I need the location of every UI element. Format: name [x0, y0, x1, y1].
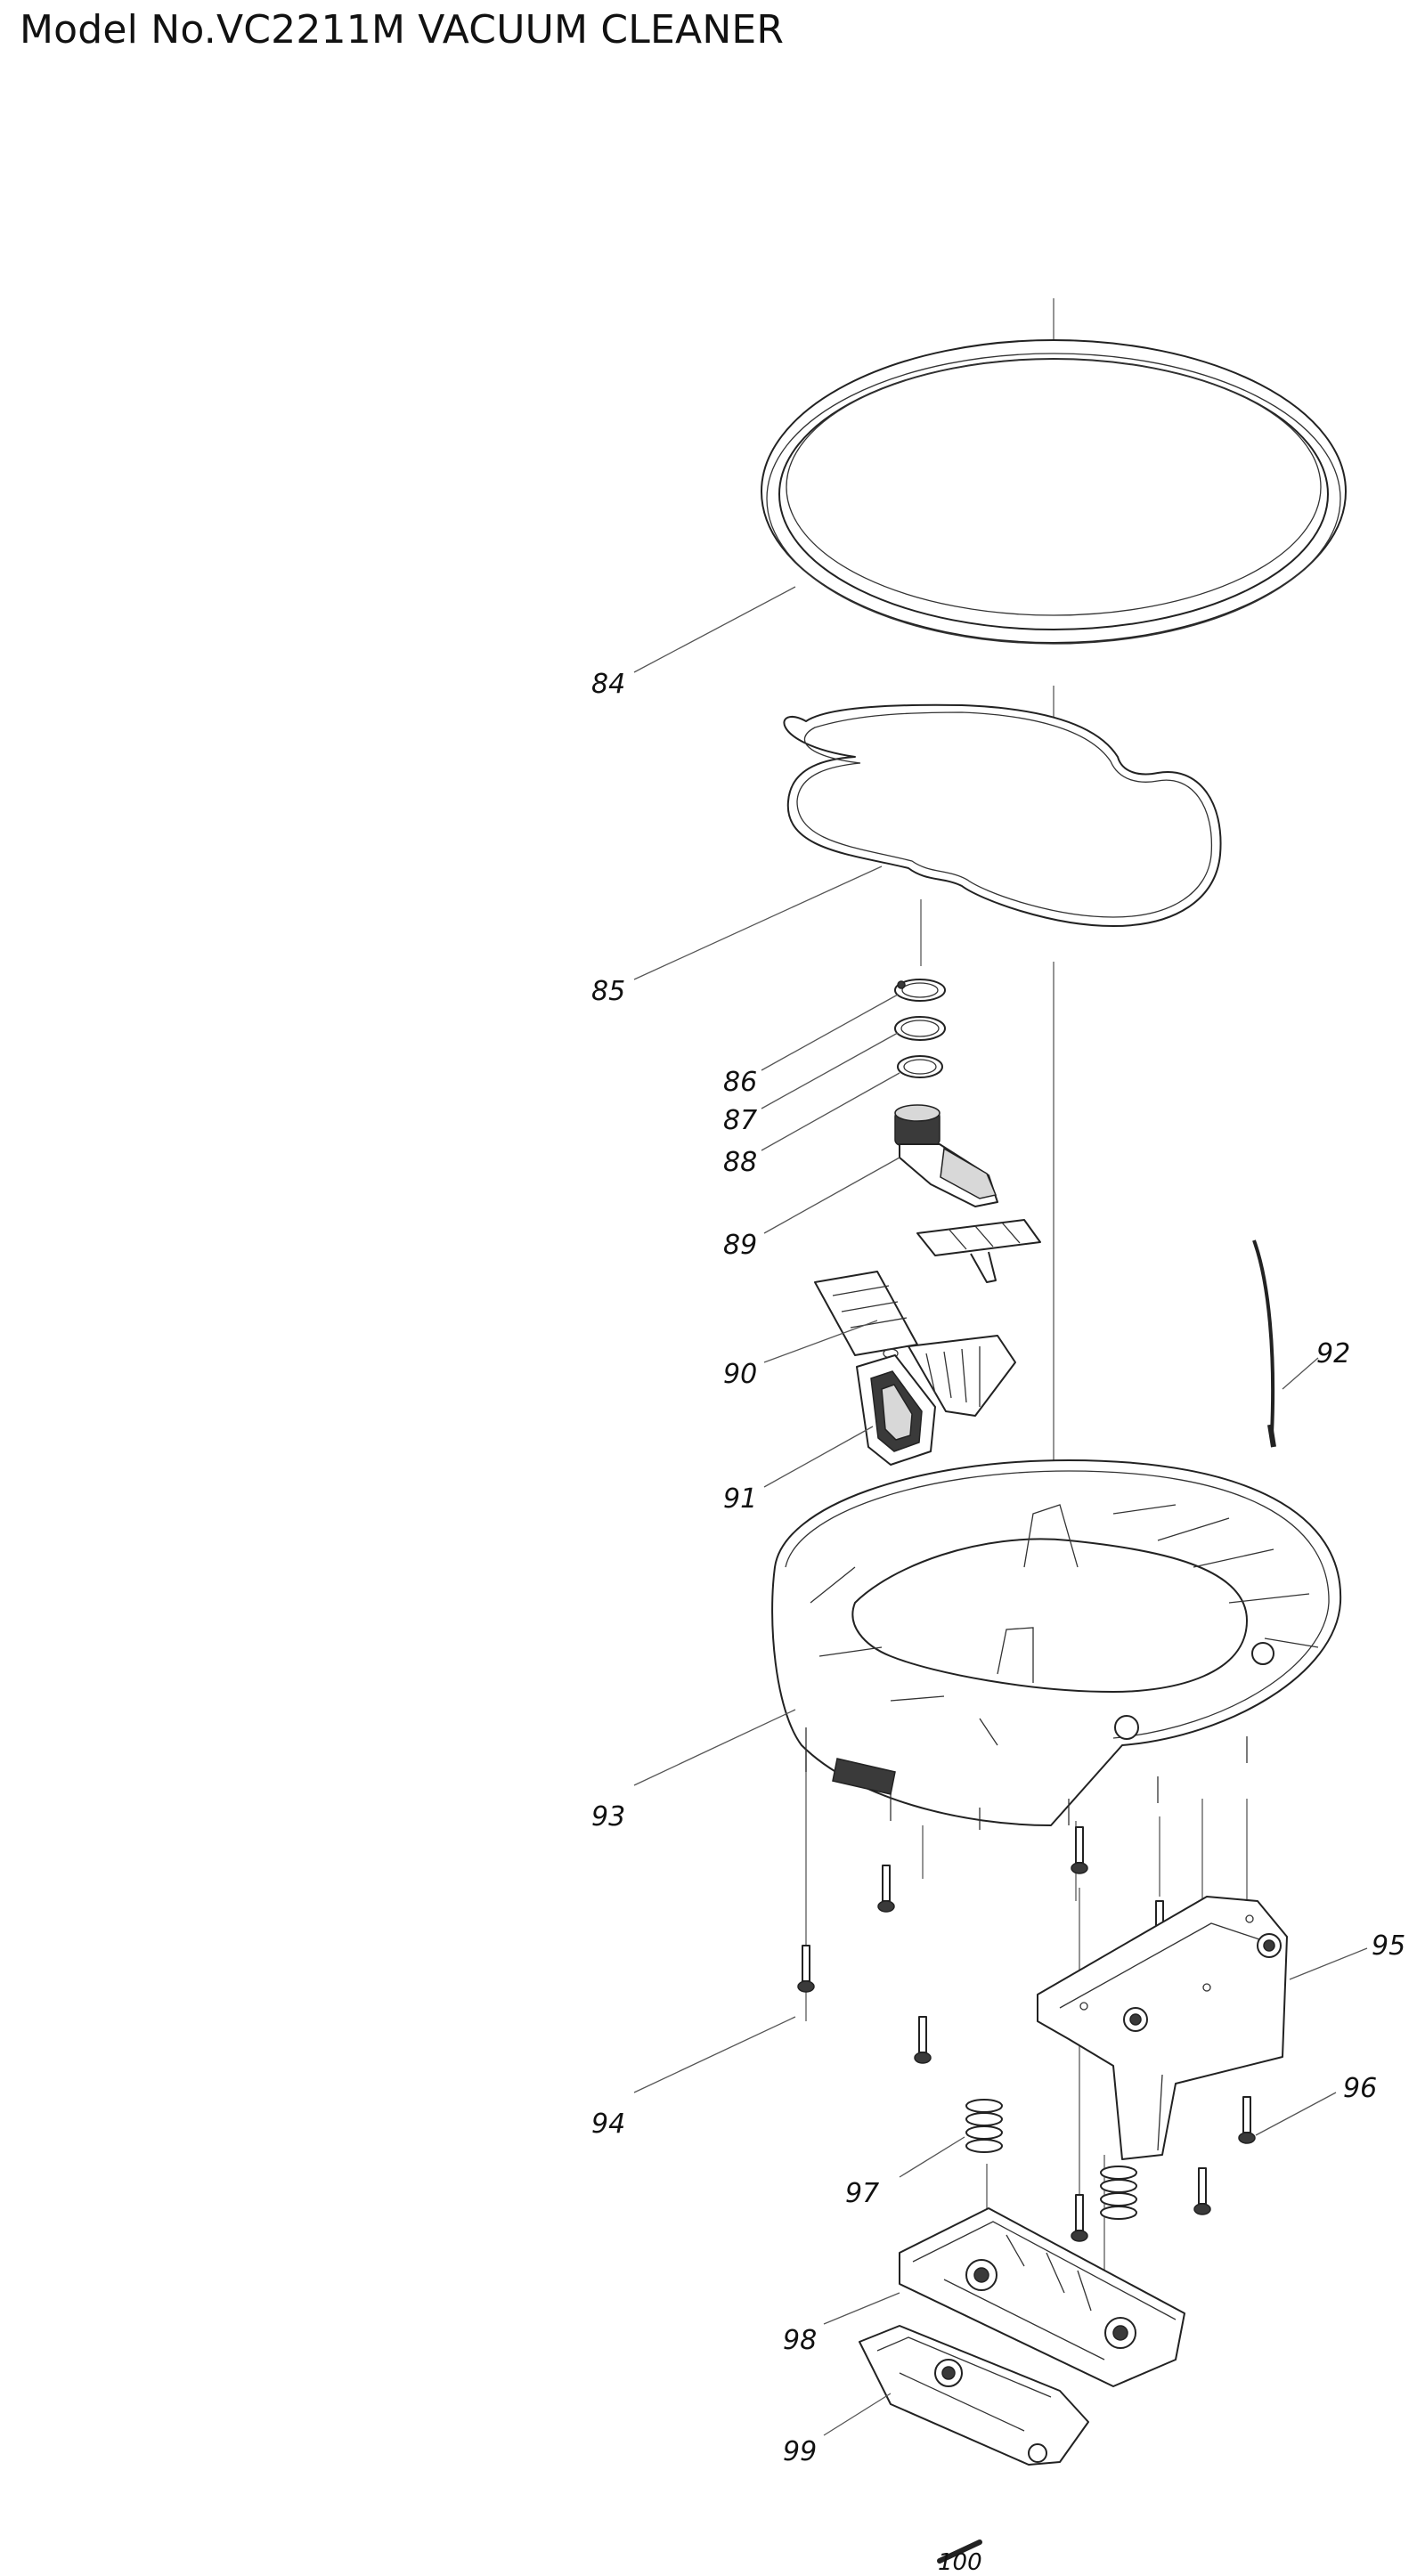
- part-label-89: 89: [723, 1230, 757, 1261]
- part-label-91: 91: [723, 1483, 757, 1515]
- part-87-washer: [894, 1016, 946, 1041]
- part-labels: 84 85 86 87 88 89 90 91 92 93 94 95 96 9…: [591, 669, 1405, 2576]
- part-86-retaining-ring: [894, 979, 946, 1002]
- part-92-wire: [1252, 1239, 1276, 1448]
- part-label-87: 87: [723, 1105, 757, 1136]
- part-label-90: 90: [723, 1359, 757, 1390]
- part-label-84: 84: [591, 669, 625, 700]
- part-89-float-valve: [894, 1104, 1041, 1283]
- part-97-springs: [965, 2099, 1137, 2220]
- part-label-97: 97: [845, 2178, 879, 2209]
- part-label-85: 85: [591, 976, 625, 1007]
- part-label-88: 88: [723, 1147, 757, 1178]
- part-93-base-tank: [771, 1459, 1342, 1830]
- page-title: Model No.VC2211M VACUUM CLEANER: [20, 7, 785, 53]
- leader-lines: [633, 586, 1368, 2436]
- part-label-86: 86: [723, 1067, 757, 1098]
- part-label-98: 98: [783, 2325, 817, 2356]
- part-90-filter-screen: [814, 1271, 1016, 1417]
- part-100-pin: [937, 2539, 982, 2564]
- part-85-seal: [783, 703, 1222, 927]
- part-95-bracket: [1037, 1896, 1288, 2160]
- part-label-99: 99: [783, 2436, 817, 2467]
- part-99-caster: [859, 2325, 1089, 2466]
- part-96-screw: [1238, 2096, 1256, 2144]
- part-91-duct-seal: [856, 1354, 936, 1466]
- part-84-gasket-ring: [761, 339, 1347, 645]
- part-label-96: 96: [1343, 2073, 1377, 2104]
- part-label-93: 93: [591, 1801, 625, 1832]
- part-98-caster-holder: [899, 2207, 1185, 2387]
- part-88-o-ring: [897, 1055, 943, 1078]
- part-label-92: 92: [1316, 1338, 1350, 1369]
- part-label-95: 95: [1372, 1930, 1405, 1962]
- part-label-100: 100: [938, 2549, 982, 2576]
- part-label-94: 94: [591, 2109, 625, 2140]
